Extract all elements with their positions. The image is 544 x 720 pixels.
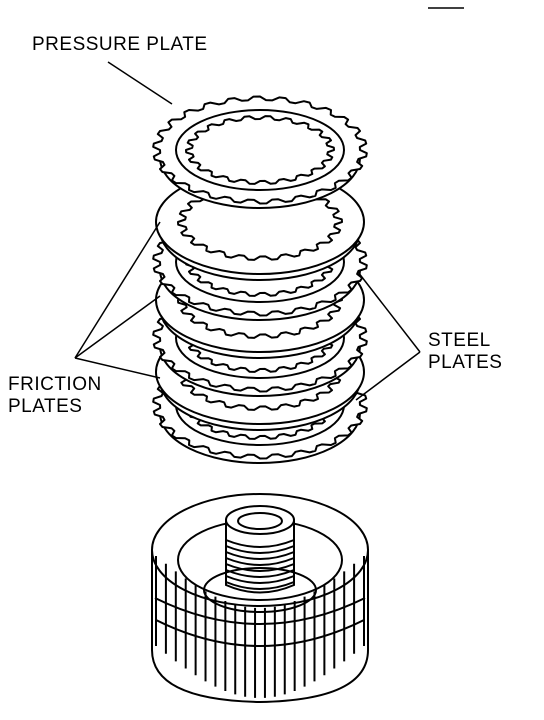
pressure-plate-label: PRESSURE PLATE: [32, 34, 208, 56]
hub-ring: [225, 551, 295, 560]
hub-ring: [225, 569, 295, 578]
steel-plates-text-1: STEEL: [428, 330, 491, 351]
drum-band-2: [155, 619, 365, 647]
steel-leader-2: [355, 351, 421, 401]
hub-ring: [225, 575, 295, 584]
friction-leader-3: [74, 357, 161, 379]
friction-plates-text-2: PLATES: [8, 396, 83, 417]
hub-ring: [225, 539, 295, 548]
hub-ring: [225, 545, 295, 554]
pressure-plate-6: [152, 95, 368, 209]
pressure-plate-text: PRESSURE PLATE: [32, 34, 208, 55]
plate-inner-teeth: [185, 115, 335, 185]
hub-rings: [225, 539, 295, 590]
drum-band: [154, 597, 366, 625]
hub-ring: [225, 581, 295, 590]
hub-base-ring: [203, 567, 317, 613]
friction-leader-1: [74, 221, 161, 359]
hub-ring: [225, 557, 295, 566]
steel-leader-1: [357, 271, 421, 353]
hub-bore: [237, 512, 283, 530]
leader-lines: [74, 7, 464, 401]
clutch-drum: [151, 493, 369, 704]
plate-stack: [152, 95, 368, 464]
pressure-plate-leader: [107, 61, 173, 105]
steel-plates-text-2: PLATES: [428, 352, 503, 373]
friction-plates-text-1: FRICTION: [8, 374, 102, 395]
friction-leader-2: [74, 295, 161, 359]
friction-plates-label: FRICTION PLATES: [8, 374, 102, 418]
steel-plates-label: STEEL PLATES: [428, 330, 502, 374]
hub-ring: [225, 563, 295, 572]
